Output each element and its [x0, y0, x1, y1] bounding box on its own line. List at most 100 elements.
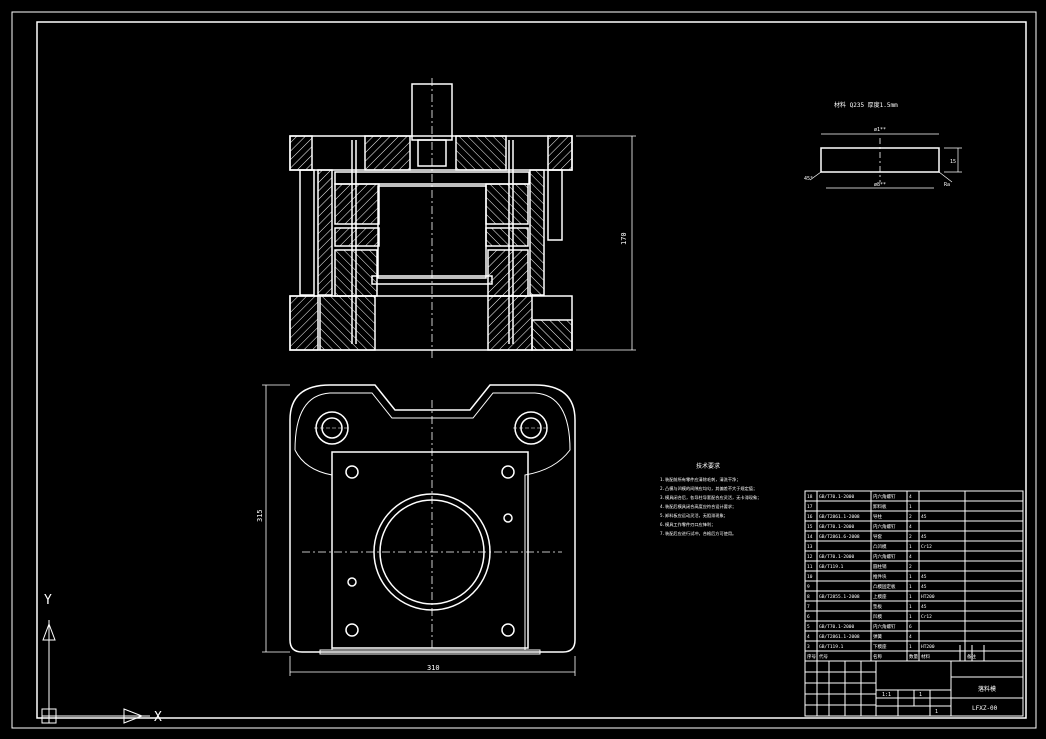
bom-cell: 8 [807, 594, 810, 600]
bom-cell: 导套 [873, 533, 882, 540]
bom-cell: 下模座 [873, 643, 887, 650]
bom-cell: HT200 [921, 644, 935, 650]
bom-cell: 4 [807, 634, 810, 640]
overall-height-label: 170 [620, 232, 628, 245]
plan-view[interactable] [262, 384, 576, 676]
bom-cell: 弹簧 [873, 633, 882, 640]
front-section-view[interactable] [289, 78, 636, 360]
bom-cell: 14 [807, 534, 813, 540]
bom-cell: 1 [909, 644, 912, 650]
bom-header-cell: 序号 [807, 653, 816, 660]
ucs-y-arrow-icon [42, 622, 56, 641]
part-chamfer-left-label: 45° [804, 176, 813, 182]
title-drawing-name: 落料模 [978, 685, 996, 693]
bom-cell: Cr12 [921, 544, 932, 550]
bom-cell: GB/T70.1-2000 [819, 554, 855, 560]
bom-cell: 1 [909, 604, 912, 610]
title-sheets: 1 [935, 709, 938, 715]
bom-cell: 1 [909, 574, 912, 580]
bom-cell: 11 [807, 564, 813, 570]
bom-cell: 16 [807, 514, 813, 520]
part-caption: 材料 Q235 厚度1.5mm [834, 101, 898, 109]
bom-header-cell: 名称 [873, 653, 882, 660]
part-drawing[interactable] [809, 133, 962, 189]
bom-cell: 6 [807, 614, 810, 620]
tech-req-title: 技术要求 [696, 462, 720, 470]
bom-cell: 4 [909, 554, 912, 560]
bom-cell: GB/T70.1-2000 [819, 524, 855, 530]
ucs-y-label: Y [44, 593, 52, 608]
tech-req-line-5: 5.卸料板应运动灵活，无阻滞现象； [660, 512, 728, 519]
bom-cell: HT200 [921, 594, 935, 600]
bom-cell: GB/T70.1-2000 [819, 494, 855, 500]
bom-cell: 卸料板 [873, 503, 887, 510]
bom-header-cell: 代号 [819, 653, 828, 660]
bom-cell: 10 [807, 574, 813, 580]
bom-cell: 45 [921, 574, 927, 580]
tech-req-line-6: 6.模具工作零件刃口应锋利； [660, 521, 715, 528]
pin-hole-1 [503, 513, 513, 523]
part-thickness-label: 15 [950, 159, 956, 165]
bom-cell: 45 [921, 534, 927, 540]
sheet-inner-border [36, 21, 1027, 719]
bom-cell: 5 [807, 624, 810, 630]
bom-cell: GB/T2861.1-2008 [819, 634, 860, 640]
part-width-bottom-label: ø8** [874, 182, 886, 188]
part-chamfer-right-label: Ra [944, 182, 950, 188]
bom-cell: 17 [807, 504, 813, 510]
part-width-top-label: ø1** [874, 127, 886, 133]
bom-cell: 凹模 [873, 613, 882, 620]
bom-cell: 圆柱销 [873, 563, 887, 570]
bom-cell: 凸凹模 [873, 543, 887, 550]
ucs-x-label: X [154, 710, 162, 725]
guide-post-left [299, 169, 315, 296]
title-block[interactable] [804, 645, 1024, 717]
bom-cell: 2 [909, 534, 912, 540]
bom-cell: 18 [807, 494, 813, 500]
bom-cell: 1 [909, 614, 912, 620]
title-scale: 1:1 [882, 692, 891, 698]
bom-cell: 上模座 [873, 593, 887, 600]
bom-cell: 45 [921, 584, 927, 590]
bom-cell: 7 [807, 604, 810, 610]
bom-cell: 1 [909, 544, 912, 550]
bom-cell: 9 [807, 584, 810, 590]
bom-cell: 推件块 [873, 573, 887, 580]
bom-cell: 内六角螺钉 [873, 523, 896, 530]
ucs-x-arrow-icon [123, 708, 144, 724]
bom-header-cell: 数量 [909, 653, 918, 660]
bom-cell: 1 [909, 584, 912, 590]
title-block-border [804, 660, 1024, 717]
bom-cell: 凸模固定板 [873, 583, 896, 590]
bom-cell: GB/T119.1 [819, 644, 844, 650]
bom-cell: 6 [909, 624, 912, 630]
screw-hole-4 [501, 623, 515, 637]
die-block-outline [331, 451, 529, 649]
screw-hole-2 [501, 465, 515, 479]
punch-plate [334, 171, 530, 185]
plan-height-label: 315 [256, 509, 264, 522]
technical-requirements[interactable]: 技术要求 1.装配前所有零件应清除毛刺，清洗干净； 2.凸模与凹模的间隙应均匀，… [660, 462, 761, 537]
screw-hole-1 [345, 465, 359, 479]
bom-cell: 垫板 [873, 603, 882, 610]
bom-cell: Cr12 [921, 614, 932, 620]
bom-cell: 15 [807, 524, 813, 530]
bom-cell: GB/T70.1-2000 [819, 624, 855, 630]
bom-cell: 12 [807, 554, 813, 560]
title-drawing-no: LFXZ-00 [972, 705, 998, 712]
pin-hole-2 [347, 577, 357, 587]
bom-cell: 4 [909, 494, 912, 500]
bom-cell: 4 [909, 634, 912, 640]
tech-req-line-7: 7.装配后应进行试冲，合格后方可使用。 [660, 530, 736, 537]
lower-die-shoe-outline [289, 384, 576, 653]
screw-hole-3 [345, 623, 359, 637]
bom-cell: GB/T2861.1-2008 [819, 514, 860, 520]
tech-req-line-3: 3.模具闭合后，各导柱导套配合应灵活，无卡滞现象； [660, 494, 761, 501]
bom-cell: 内六角螺钉 [873, 623, 896, 630]
title-sheet: 1 [919, 692, 922, 698]
tech-req-line-1: 1.装配前所有零件应清除毛刺，清洗干净； [660, 476, 740, 483]
bom-cell: 3 [807, 644, 810, 650]
